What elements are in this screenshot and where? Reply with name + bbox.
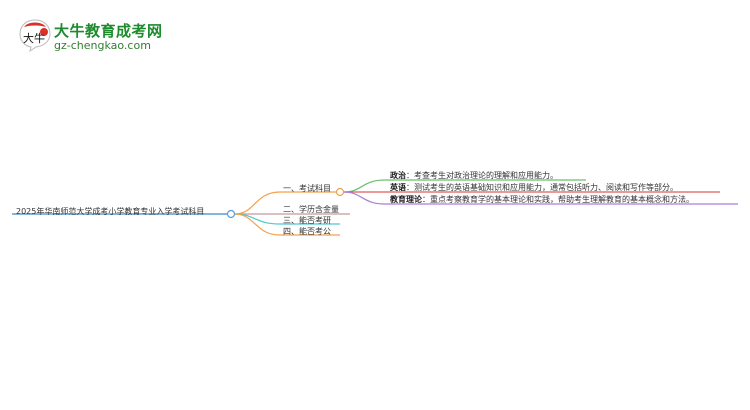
logo-mark-icon: 大牛 (19, 19, 51, 52)
leaf-text: 重点考察教育学的基本理论和实践，帮助考生理解教育的基本概念和方法。 (430, 195, 694, 204)
branch-exam-subjects[interactable]: 一、考试科目 (283, 184, 331, 193)
leaf-text: 考查考生对政治理论的理解和应用能力。 (414, 171, 558, 180)
svg-text:大牛: 大牛 (23, 31, 45, 45)
branch-civil-service[interactable]: 四、能否考公 (283, 227, 331, 236)
leaf-key: 政治 (390, 171, 406, 180)
root-node[interactable]: 2025年华南师范大学成考小学教育专业入学考试科目 (16, 207, 205, 216)
logo-url: gz-chengkao.com (54, 39, 151, 52)
site-logo[interactable]: 大牛 大牛教育成考网 gz-chengkao.com (18, 18, 168, 56)
leaf-text: 测试考生的英语基础知识和应用能力，通常包括听力、阅读和写作等部分。 (414, 183, 678, 192)
leaf-english[interactable]: 英语：测试考生的英语基础知识和应用能力，通常包括听力、阅读和写作等部分。 (390, 183, 678, 192)
branch-degree-value[interactable]: 二、学历含金量 (283, 205, 339, 214)
leaf-education-theory[interactable]: 教育理论：重点考察教育学的基本理论和实践，帮助考生理解教育的基本概念和方法。 (390, 195, 694, 204)
logo-title: 大牛教育成考网 (54, 22, 163, 40)
branch-postgrad[interactable]: 三、能否考研 (283, 216, 331, 225)
leaf-key: 教育理论 (390, 195, 422, 204)
leaf-politics[interactable]: 政治：考查考生对政治理论的理解和应用能力。 (390, 171, 558, 180)
leaf-key: 英语 (390, 183, 406, 192)
